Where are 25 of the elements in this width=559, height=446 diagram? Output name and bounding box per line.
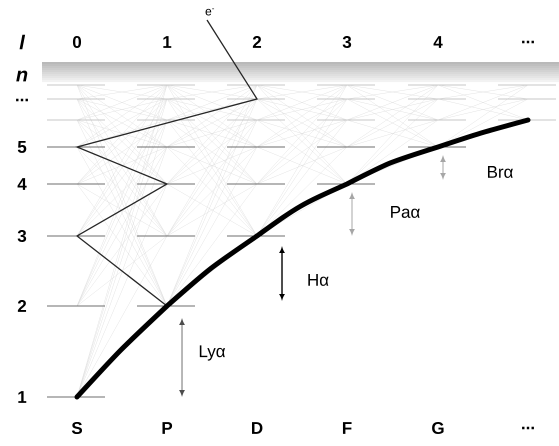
line-label: Hα	[308, 274, 329, 286]
orbital-letter: G	[432, 422, 444, 434]
orbital-letter: P	[162, 422, 172, 434]
level-number: 4	[18, 178, 27, 190]
orbital-letter: ...	[522, 426, 534, 430]
axis-label: n	[16, 70, 28, 82]
column-number: 1	[163, 36, 172, 48]
electron-label: e$^{-}$	[206, 8, 214, 16]
orbital-letter: D	[252, 422, 262, 434]
orbital-letter: F	[342, 422, 352, 434]
column-number: 2	[252, 36, 262, 48]
line-label: Brα	[488, 166, 513, 178]
level-number: 3	[18, 230, 26, 242]
column-number: 0	[72, 36, 82, 48]
line-label: Lyα	[200, 345, 226, 361]
column-number: 3	[342, 36, 352, 48]
level-number: ...	[16, 98, 28, 102]
level-number: 1	[18, 391, 26, 403]
column-number: 4	[434, 36, 443, 48]
orbital-letter: S	[72, 422, 82, 434]
level-number: 5	[18, 141, 26, 153]
line-label: Paα	[391, 206, 420, 218]
level-number: 2	[18, 300, 26, 312]
column-number: ...	[522, 40, 534, 44]
axis-label: l	[20, 34, 26, 50]
